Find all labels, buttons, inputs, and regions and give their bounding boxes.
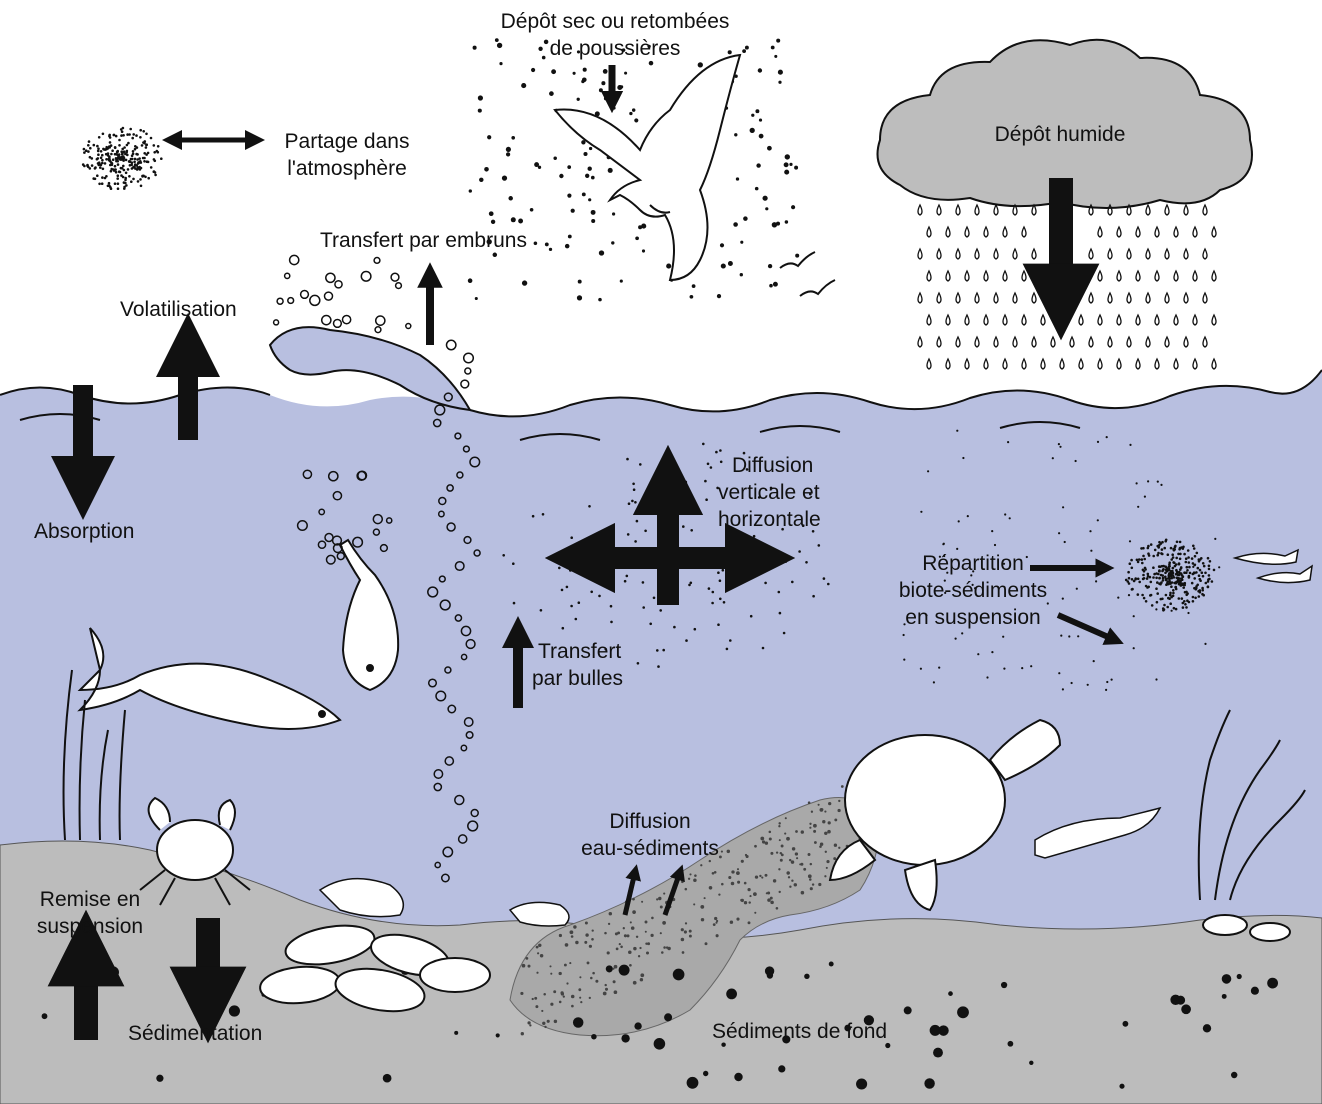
absorption-label: Absorption	[34, 518, 134, 545]
bubble-transfer-label: Transfert par bulles	[532, 638, 623, 692]
water-sed-line-1: Diffusion	[555, 808, 745, 835]
wet-deposition-label: Dépôt humide	[960, 121, 1160, 148]
dry-deposition-line-1: Dépôt sec ou retombées	[470, 8, 760, 35]
volatilization-label: Volatilisation	[120, 296, 237, 323]
spray-transfer-label: Transfert par embruns	[320, 227, 527, 254]
dry-deposition-line-2: de poussières	[470, 35, 760, 62]
dry-deposition-label: Dépôt sec ou retombées de poussières	[470, 8, 760, 62]
bottom-sediments-label: Sédiments de fond	[712, 1018, 887, 1045]
partition-atm-line-1: Partage dans	[262, 128, 432, 155]
biota-line-1: Répartition	[878, 550, 1068, 577]
diffusion-line-1: Diffusion	[718, 452, 821, 479]
bubble-transfer-line-1: Transfert	[532, 638, 623, 665]
diffusion-label: Diffusion verticale et horizontale	[718, 452, 821, 533]
biota-line-3: en suspension	[878, 604, 1068, 631]
bubble-transfer-line-2: par bulles	[532, 665, 623, 692]
partition-atm-line-2: l'atmosphère	[262, 155, 432, 182]
water-sed-line-2: eau-sédiments	[555, 835, 745, 862]
resuspension-line-1: Remise en	[20, 886, 160, 913]
diffusion-line-2: verticale et	[718, 479, 821, 506]
resuspension-label: Remise en suspension	[20, 886, 160, 940]
partition-atm-label: Partage dans l'atmosphère	[262, 128, 432, 182]
resuspension-line-2: suspension	[20, 913, 160, 940]
biota-label: Répartition biote-sédiments en suspensio…	[878, 550, 1068, 631]
diffusion-line-3: horizontale	[718, 506, 821, 533]
sedimentation-label: Sédimentation	[128, 1020, 262, 1047]
biota-line-2: biote-sédiments	[878, 577, 1068, 604]
water-sed-label: Diffusion eau-sédiments	[555, 808, 745, 862]
